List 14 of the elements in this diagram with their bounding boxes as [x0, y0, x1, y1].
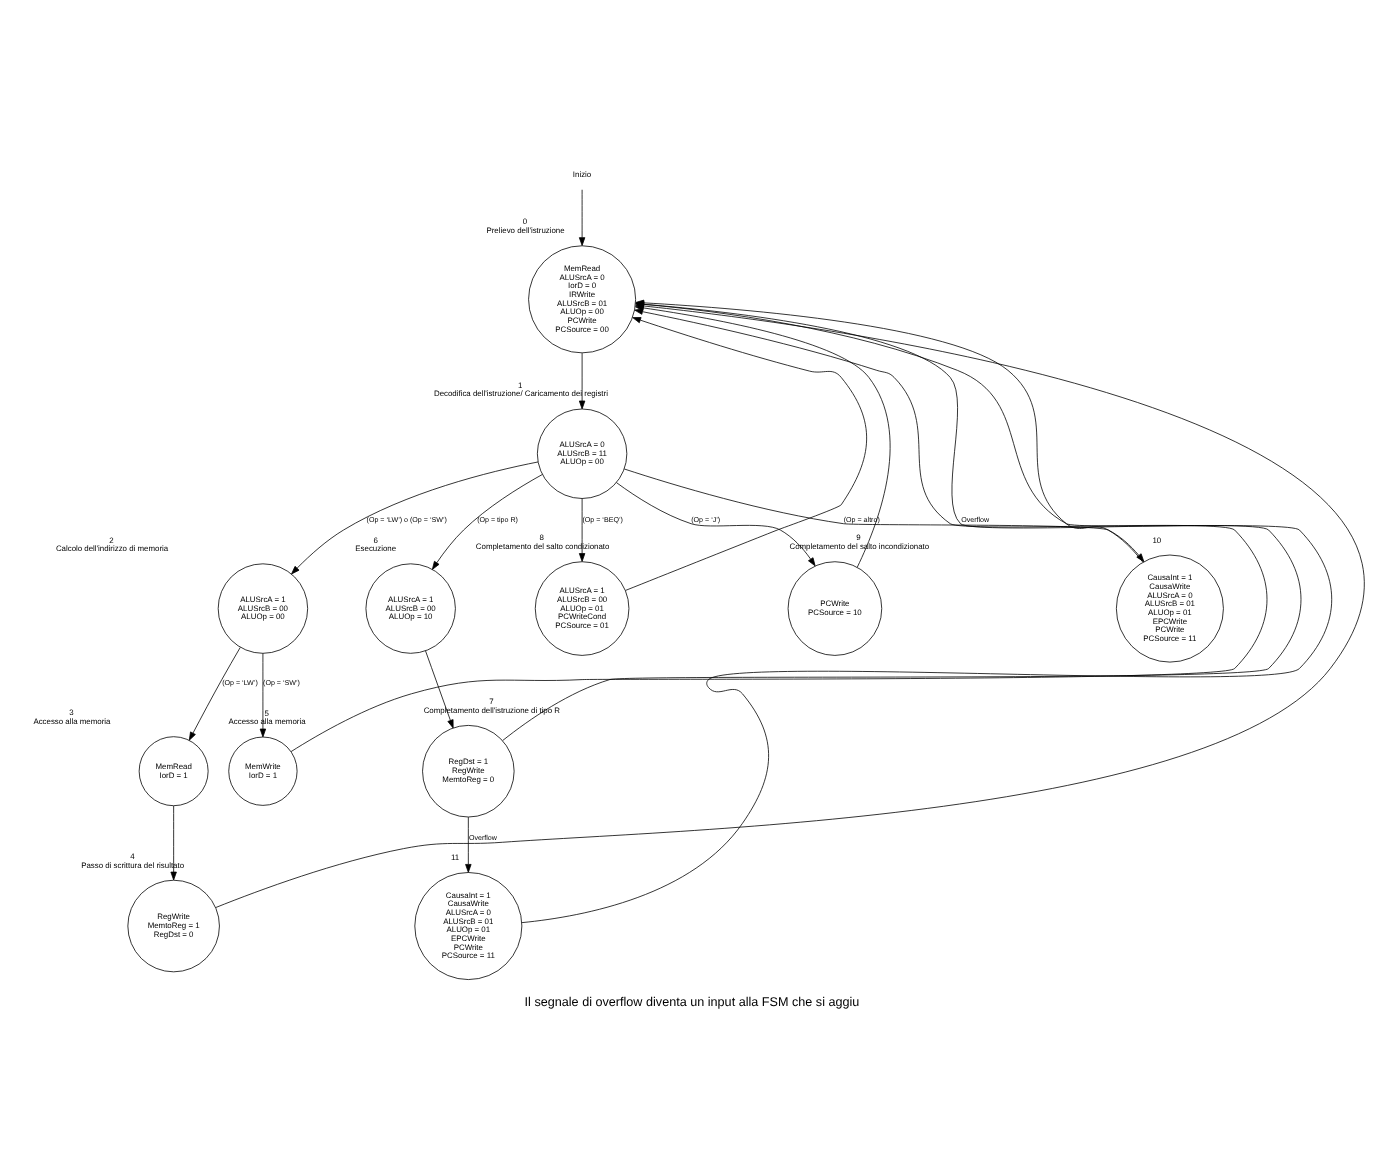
- arrow: [259, 652, 267, 738]
- arrow: [431, 474, 543, 570]
- arrow: [625, 317, 867, 591]
- arrow: [291, 461, 539, 575]
- arrow: [623, 468, 1145, 563]
- arrow: [465, 816, 472, 873]
- arrow: [290, 308, 1268, 752]
- arrow: [188, 647, 241, 741]
- arrow: [578, 352, 586, 410]
- arrow: [616, 482, 816, 567]
- arrow: [578, 498, 586, 562]
- arrow: [170, 805, 177, 881]
- arrow: [578, 189, 586, 246]
- arrow: [425, 650, 454, 729]
